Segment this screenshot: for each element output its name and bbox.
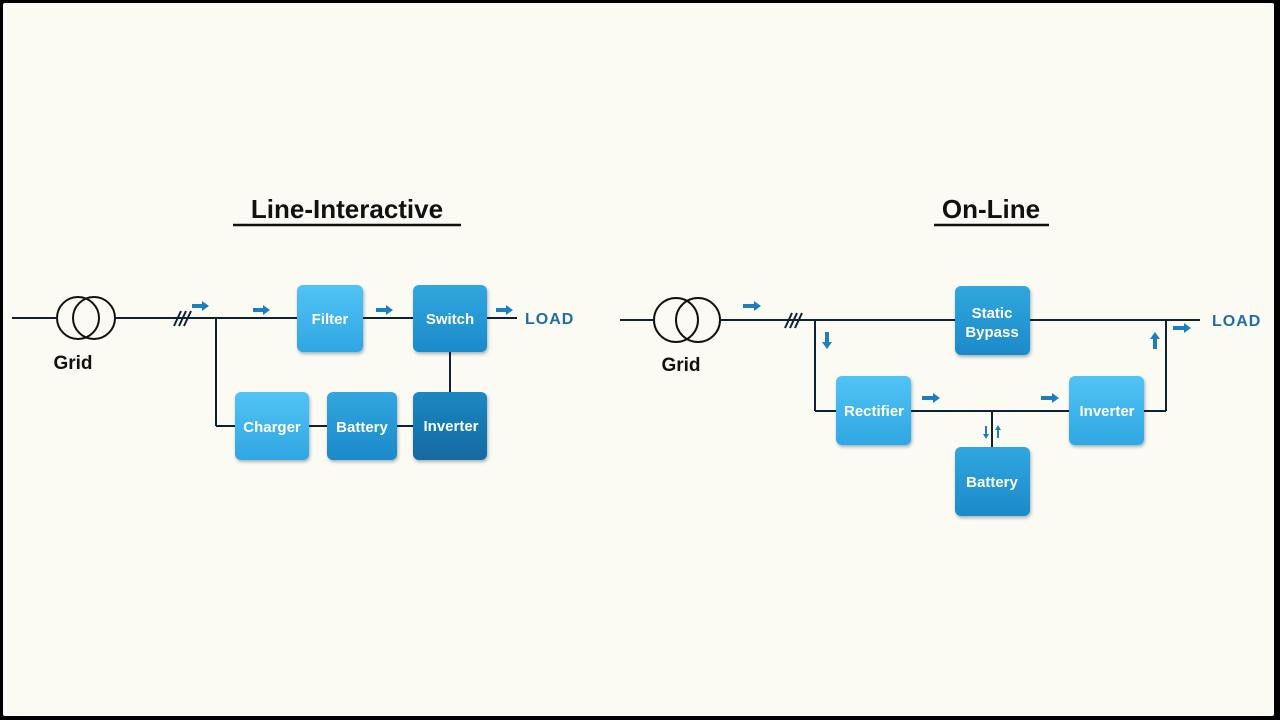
- line-interactive-diagram: Line-Interactive Grid: [12, 194, 574, 460]
- arrow-up-icon: [995, 425, 1001, 438]
- inverter-block: Inverter: [413, 392, 487, 460]
- on-line-diagram: On-Line Grid: [620, 194, 1261, 516]
- battery-block: Battery: [955, 447, 1030, 516]
- arrow-right-icon: [192, 301, 209, 311]
- static-bypass-label-line1: Static: [972, 305, 1013, 322]
- static-bypass-label-line2: Bypass: [965, 324, 1018, 341]
- charger-block: Charger: [235, 392, 309, 460]
- arrow-right-icon: [743, 301, 761, 311]
- static-bypass-block: Static Bypass: [955, 286, 1030, 355]
- arrow-right-icon: [496, 305, 513, 315]
- arrow-right-icon: [376, 305, 393, 315]
- filter-block: Filter: [297, 285, 363, 352]
- load-label: LOAD: [1212, 313, 1261, 330]
- three-phase-slash-icon: [173, 310, 192, 327]
- arrow-up-icon: [1150, 332, 1160, 349]
- grid-label: Grid: [53, 353, 92, 374]
- wiring: [12, 317, 517, 427]
- flow-arrows: [192, 301, 513, 315]
- flow-arrows: [743, 301, 1191, 439]
- ups-topology-diagram: Line-Interactive Grid: [12, 194, 1261, 516]
- rectifier-block: Rectifier: [836, 376, 911, 445]
- grid-transformer-icon: [56, 296, 116, 340]
- wiring: [620, 319, 1200, 447]
- arrow-right-icon: [253, 305, 270, 315]
- battery-label: Battery: [336, 419, 388, 436]
- rectifier-label: Rectifier: [844, 403, 904, 420]
- on-line-title: On-Line: [942, 194, 1040, 224]
- arrow-down-icon: [983, 426, 989, 439]
- diagram-canvas: Line-Interactive Grid: [3, 3, 1274, 716]
- battery-label: Battery: [966, 474, 1018, 491]
- arrow-right-icon: [922, 393, 940, 403]
- filter-label: Filter: [312, 311, 349, 328]
- inverter-label: Inverter: [1079, 403, 1134, 420]
- arrow-right-icon: [1173, 323, 1191, 333]
- grid-label: Grid: [661, 355, 700, 376]
- inverter-label: Inverter: [423, 418, 478, 435]
- load-label: LOAD: [525, 311, 574, 328]
- arrow-right-icon: [1041, 393, 1059, 403]
- line-interactive-title: Line-Interactive: [251, 194, 443, 224]
- three-phase-slash-icon: [784, 312, 803, 329]
- charger-label: Charger: [243, 419, 301, 436]
- switch-label: Switch: [426, 311, 474, 328]
- battery-block: Battery: [327, 392, 397, 460]
- grid-transformer-icon: [653, 297, 721, 343]
- switch-block: Switch: [413, 285, 487, 352]
- inverter-block: Inverter: [1069, 376, 1144, 445]
- arrow-down-icon: [822, 332, 832, 349]
